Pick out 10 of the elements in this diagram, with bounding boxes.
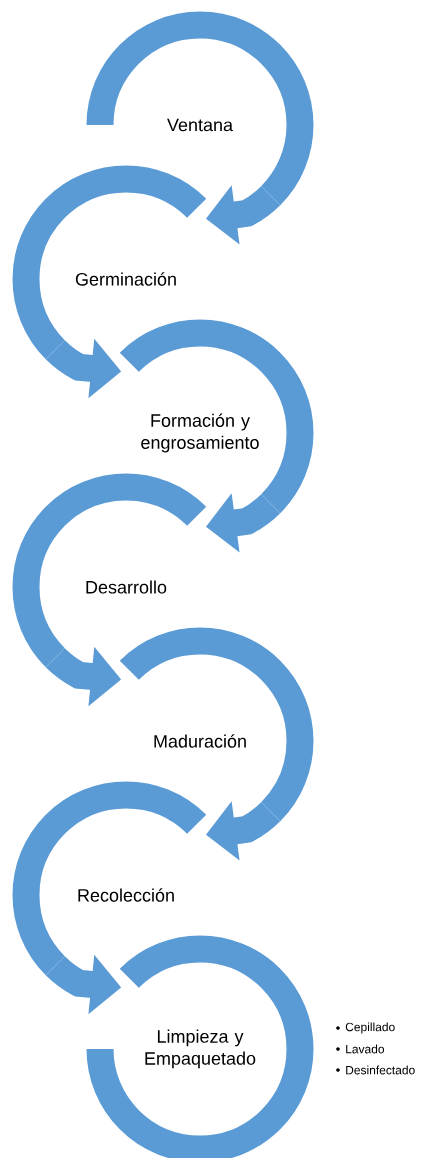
bullet-item: Desinfectado: [346, 1065, 415, 1075]
step-label: Desarrollo: [86, 580, 167, 594]
step-label: Ventana: [167, 118, 233, 132]
step-label: Maduración: [154, 734, 246, 748]
step-label: Recolección: [78, 888, 174, 902]
step-label: Formación y engrosamiento: [141, 413, 259, 453]
bullet-item: Lavado: [346, 1044, 385, 1054]
step-label: Limpieza y Empaquetado: [145, 1029, 256, 1069]
step-label: Germinación: [75, 272, 176, 286]
bullet-item: Cepillado: [345, 1022, 395, 1034]
